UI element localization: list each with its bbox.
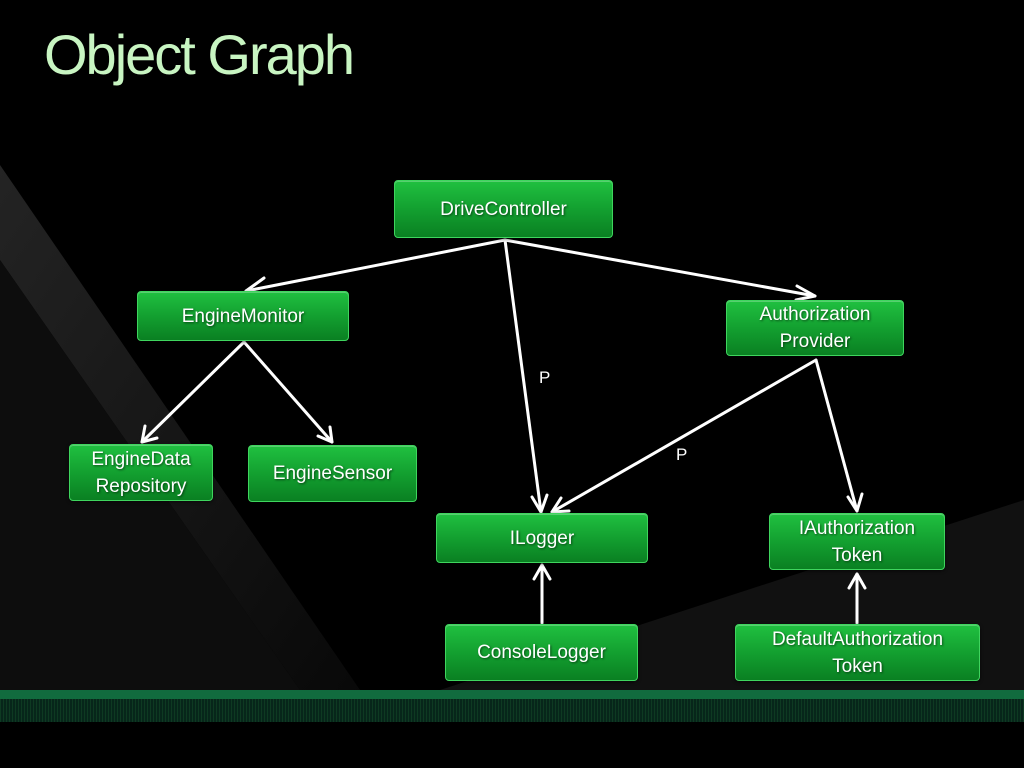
node-authorizationprovider: Authorization Provider [726,300,904,356]
edge-label-authorizationprovider-ilogger: P [676,445,688,464]
arrow-enginemonitor-to-enginedatarepository [140,340,246,444]
footer-band [0,690,1024,722]
slide-title: Object Graph [44,23,355,86]
node-enginesensor: EngineSensor [248,445,417,502]
arrow-authorizationprovider-to-ilogger [550,358,818,514]
node-consolelogger: ConsoleLogger [445,624,638,681]
arrow-drivecontroller-to-ilogger [503,238,549,514]
edge-label-drivecontroller-ilogger: P [539,368,551,387]
arrow-authorizationprovider-to-iauthorizationtoken [814,358,864,513]
node-enginemonitor: EngineMonitor [137,291,349,341]
background-streak [0,165,360,690]
arrow-defaultauthorizationtoken-to-iauthorizationtoken [847,572,867,625]
arrow-consolelogger-to-ilogger [532,563,552,625]
node-drivecontroller: DriveController [394,180,613,238]
node-enginedatarepository: EngineData Repository [69,444,213,501]
arrow-drivecontroller-to-enginemonitor [244,238,507,296]
arrow-enginemonitor-to-enginesensor [242,340,334,444]
node-iauthorizationtoken: IAuthorization Token [769,513,945,570]
arrow-drivecontroller-to-authorizationprovider [503,238,817,302]
node-defaultauthorizationtoken: DefaultAuthorization Token [735,624,980,681]
node-ilogger: ILogger [436,513,648,563]
